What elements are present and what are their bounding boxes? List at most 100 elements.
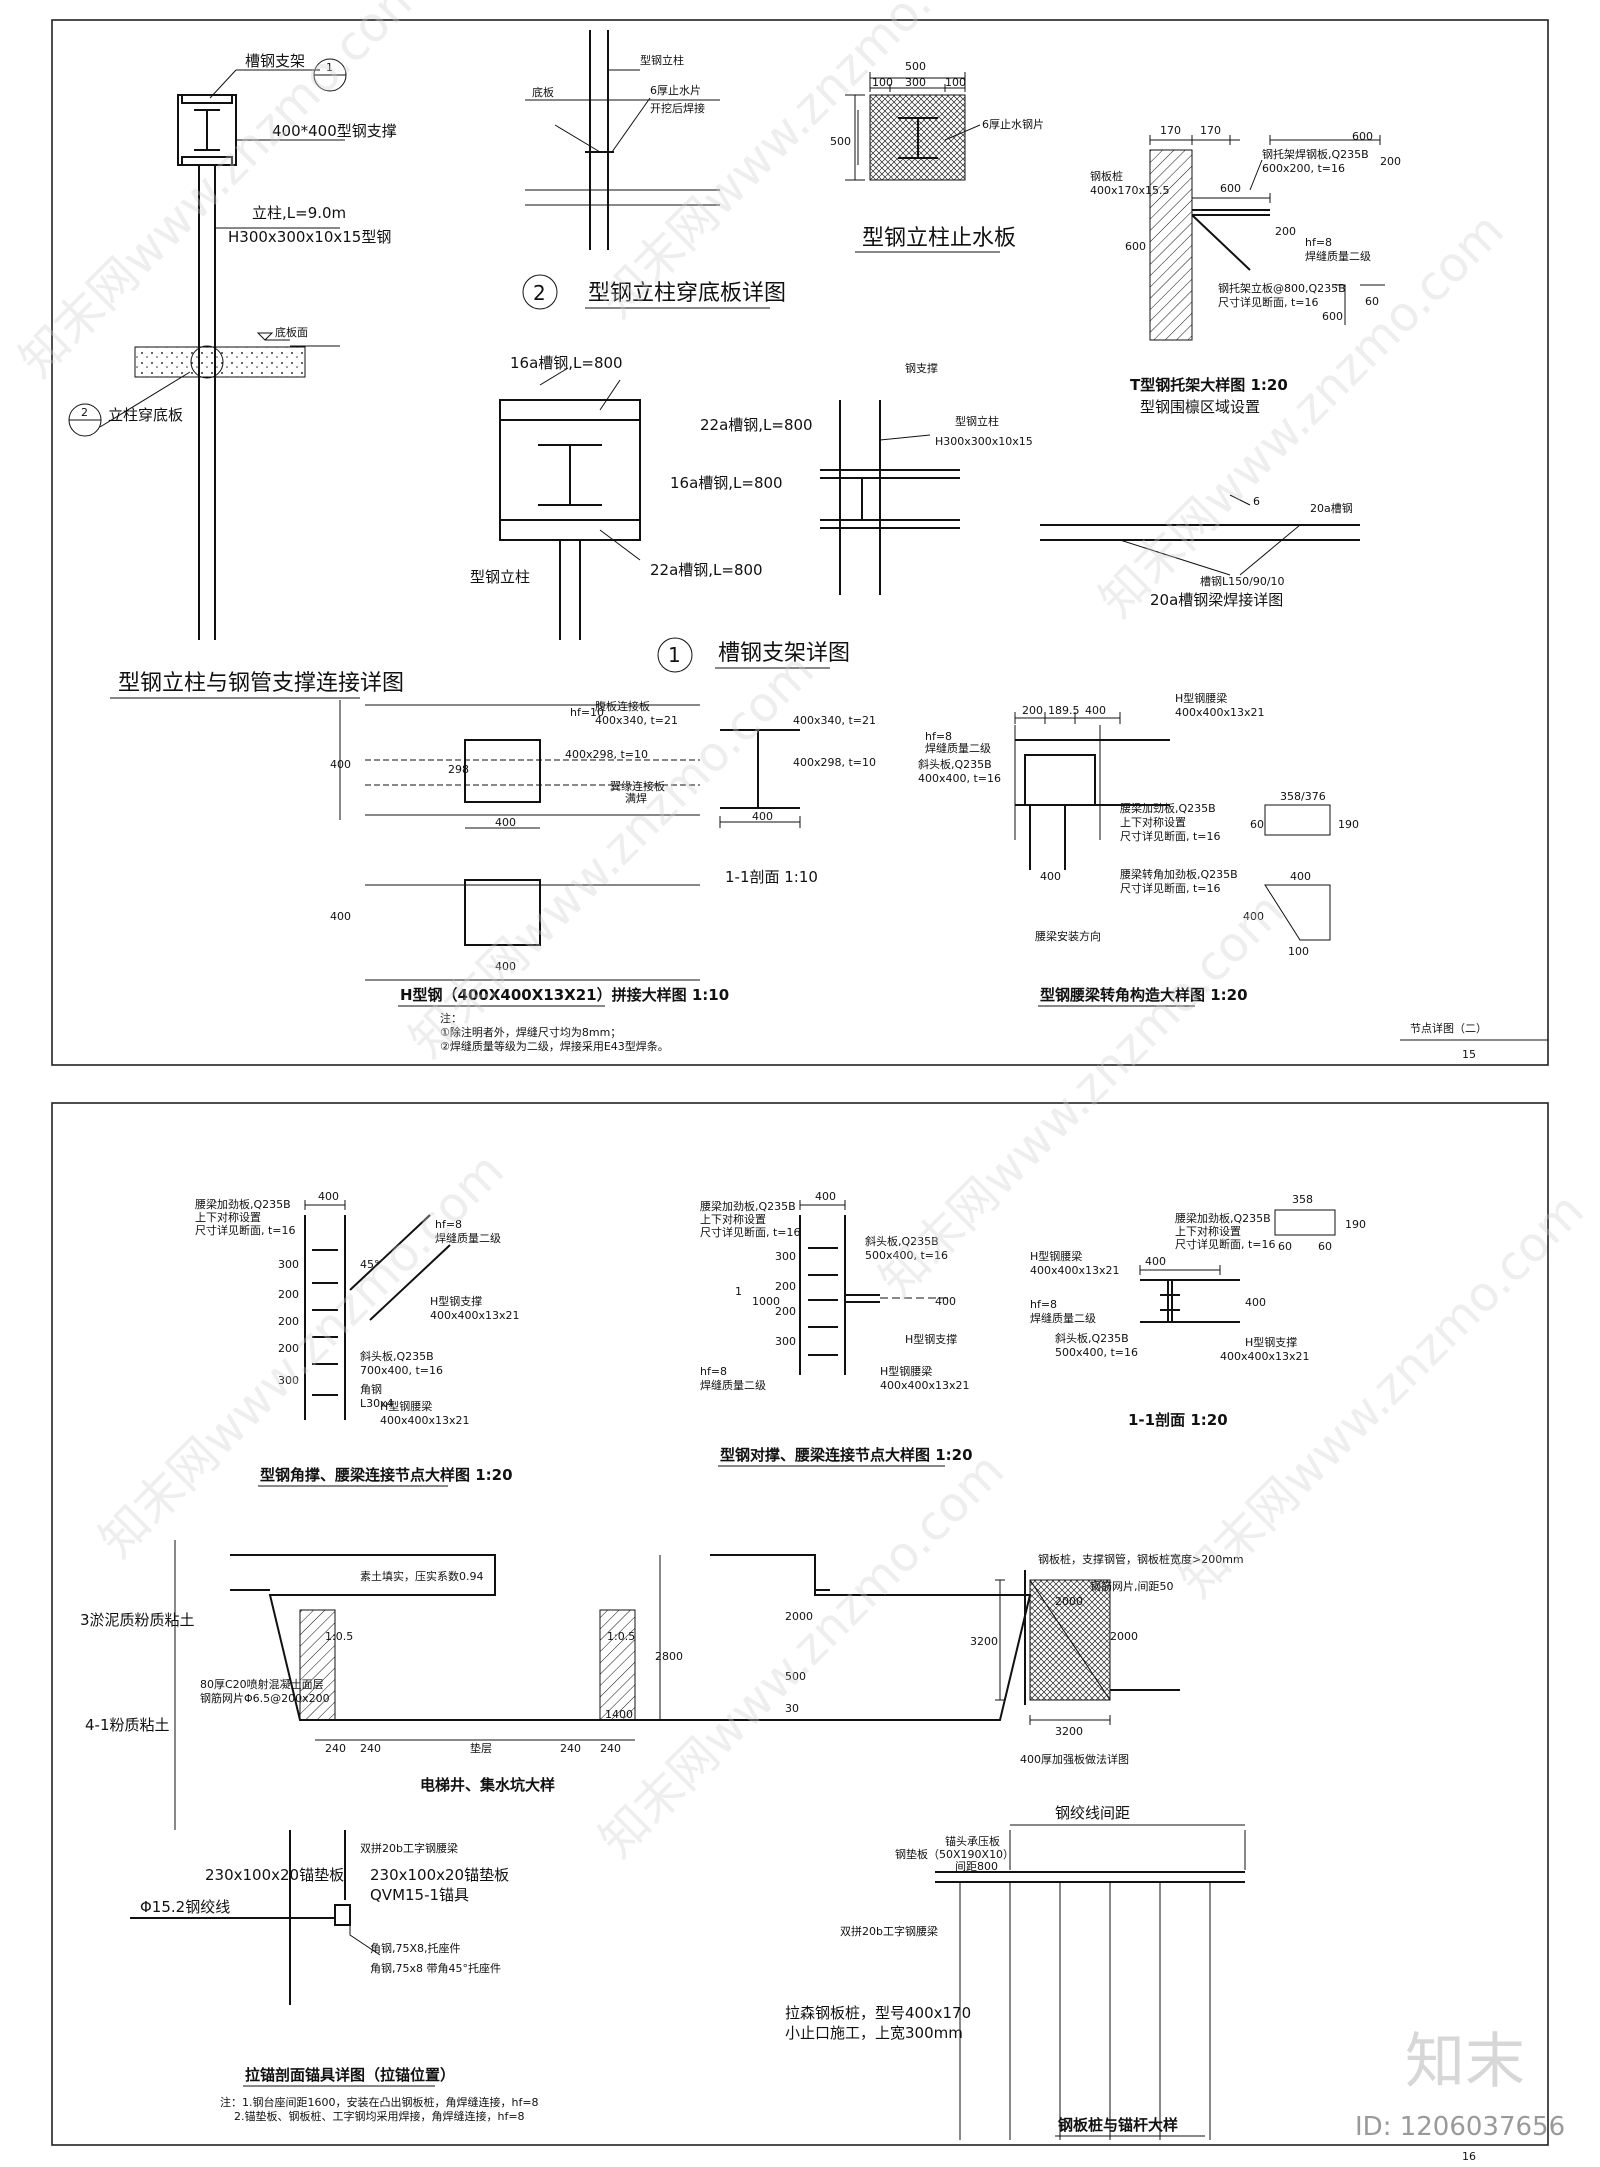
t-bracket-plate: 钢托架焊钢板,Q235B <box>1262 147 1369 161</box>
pit-slope-right: 1:0.5 <box>607 1630 635 1643</box>
steel-brace-label: 钢支撑 <box>905 361 938 375</box>
pit-dim-240d: 240 <box>600 1742 621 1755</box>
through-slab-detail: 型钢立柱 底板 6厚止水片 开挖后焊接 2 型钢立柱穿底板详图 <box>522 30 786 310</box>
corner-dim-400: 400 <box>1085 704 1106 717</box>
butt-h-waling: H型钢腰梁 <box>880 1364 932 1378</box>
butt-dim-400v: 400 <box>935 1295 956 1308</box>
column-label: 型钢立柱 <box>640 53 684 67</box>
reinf-dim-2000a: 2000 <box>1055 1595 1083 1608</box>
sec11b-detail: 尺寸详见断面, t=16 <box>1175 1237 1276 1251</box>
knee-waling-size: 400x400x13x21 <box>380 1414 470 1427</box>
knee-dim-5: 300 <box>278 1374 299 1387</box>
sec11b-sym: 上下对称设置 <box>1175 1224 1241 1238</box>
sec11b-h-waling: H型钢腰梁 <box>1030 1249 1082 1263</box>
column-section-label-2: H300x300x10x15 <box>935 435 1033 448</box>
top-page-label: 节点详图（二） <box>1410 1021 1487 1035</box>
t-bracket-dim-200a: 200 <box>1275 225 1296 238</box>
knee-dim-3: 200 <box>278 1315 299 1328</box>
splice-dim-400d: 400 <box>495 960 516 973</box>
knee-weld: 焊缝质量二级 <box>435 1231 501 1245</box>
knee-angle-steel: 角钢 <box>360 1383 382 1396</box>
pile-caption: 钢板桩与锚杆大样 <box>1058 2116 1178 2134</box>
splice-web-plate: 腹板连接板 <box>595 699 650 713</box>
pit-mesh: 钢筋网片Φ6.5@200x200 <box>200 1691 330 1705</box>
water-stop-dim-500: 500 <box>905 60 926 73</box>
pile-type: 拉森钢板桩，型号400x170 <box>785 2004 971 2022</box>
butt-h-brace: H型钢支撑 <box>905 1332 957 1346</box>
corner-dim-60: 60 <box>1250 818 1264 831</box>
water-stop-dim-100b: 100 <box>945 76 966 89</box>
anchor-note-2: 2.锚垫板、钢板桩、工字钢均采用焊接，角焊缝连接，hf=8 <box>234 2109 525 2123</box>
reinforcement-plate-detail: 钢板桩，支撑钢管，钢板桩宽度>200mm 2000 2000 3200 3200… <box>970 1552 1244 1766</box>
splice-full-weld: 满焊 <box>625 791 647 805</box>
sec11b-h-waling-size: 400x400x13x21 <box>1030 1264 1120 1277</box>
column-brace-detail: 1 2 槽钢支架 400*400型钢支撑 立柱,L=9.0m H300x300x… <box>68 52 404 699</box>
t-bracket-dim-170a: 170 <box>1160 124 1181 137</box>
column-length-label: 立柱,L=9.0m <box>252 204 346 222</box>
channel-weld-detail: 6 20a槽钢 槽钢L150/90/10 20a槽钢梁焊接详图 <box>1040 494 1360 609</box>
column-label-2: 型钢立柱 <box>470 568 530 586</box>
waling-corner-detail: 200 189.5 400 400 H型钢腰梁 400x400x13x21 hf… <box>918 691 1359 1007</box>
section-11-top: 400x340, t=21 400x298, t=10 400 1-1剖面 1:… <box>719 714 876 886</box>
reinf-dim-3200h: 3200 <box>1055 1725 1083 1738</box>
corner-end-plate-size: 400x400, t=16 <box>918 772 1001 785</box>
t-bracket-pile: 钢板桩 <box>1090 169 1123 183</box>
sec11b-stiff: 腰梁加劲板,Q235B <box>1175 1211 1271 1225</box>
sec11b-dim-400v: 400 <box>1245 1296 1266 1309</box>
t-bracket-rib-size: 尺寸详见断面, t=16 <box>1218 295 1319 309</box>
knee-stiff: 腰梁加劲板,Q235B <box>195 1197 291 1211</box>
t-bracket-dim-60: 60 <box>1365 295 1379 308</box>
h-splice-detail: 400 298 400 400 400 腹板连接板 400x340, t=21 … <box>330 699 729 1053</box>
reinf-top-note: 钢板桩，支撑钢管，钢板桩宽度>200mm <box>1038 1552 1244 1566</box>
corner-h-waling: H型钢腰梁 <box>1175 691 1227 705</box>
sec11-flange: 400x298, t=10 <box>793 756 876 769</box>
weld-size: 6 <box>1253 495 1260 508</box>
butt-weld: 焊缝质量二级 <box>700 1378 766 1392</box>
t-bracket-weld: 焊缝质量二级 <box>1305 249 1371 263</box>
splice-caption: H型钢（400X400X13X21）拼接大样图 1:10 <box>400 986 729 1004</box>
pit-shotcrete: 80厚C20喷射混凝土面层 <box>200 1677 324 1691</box>
top-sheet-frame <box>51 19 1549 1066</box>
butt-joint-detail: 400 300 200 200 300 1000 400 1 腰梁加劲板,Q23… <box>700 1190 973 1467</box>
t-bracket-subcaption: 型钢围檩区域设置 <box>1140 398 1260 416</box>
corner-hf: hf=8 <box>925 730 952 743</box>
t-bracket-dim-200b: 200 <box>1380 155 1401 168</box>
splice-dim-400b: 400 <box>495 816 516 829</box>
reinf-mesh: 钢筋网片,间距50 <box>1090 1579 1174 1593</box>
sec11-dim: 400 <box>752 810 773 823</box>
sec11b-dim-60a: 60 <box>1278 1240 1292 1253</box>
anchor-caption: 拉锚剖面锚具详图（拉锚位置） <box>245 2066 455 2084</box>
reinf-dim-2000b: 2000 <box>1110 1630 1138 1643</box>
sheet-pile-anchor-detail: 钢绞线间距 锚头承压板 钢垫板（50X190X10） 间距800 双拼20b工字… <box>785 1804 1246 2140</box>
pit-dim-240b: 240 <box>360 1742 381 1755</box>
butt-dim-3: 200 <box>775 1305 796 1318</box>
butt-detail: 尺寸详见断面, t=16 <box>700 1225 801 1239</box>
soil-layer-4: 4-1粉质粘土 <box>85 1716 170 1734</box>
splice-note-2: ②焊缝质量等级为二级，焊接采用E43型焊条。 <box>440 1039 669 1053</box>
knee-h-brace-size: 400x400x13x21 <box>430 1309 520 1322</box>
splice-dim-400c: 400 <box>330 910 351 923</box>
pit-dim-240c: 240 <box>560 1742 581 1755</box>
section-11-bottom: 358 60 60 190 400 400 腰梁加劲板,Q235B 上下对称设置… <box>1030 1193 1366 1429</box>
sec11b-dim-60b: 60 <box>1318 1240 1332 1253</box>
corner-caption: 型钢腰梁转角构造大样图 1:20 <box>1040 986 1248 1004</box>
pile-anchor-plate: 锚头承压板 <box>945 1834 1000 1848</box>
detail-1-number: 1 <box>668 643 681 667</box>
corner-h-waling-size: 400x400x13x21 <box>1175 706 1265 719</box>
detail-2-number: 2 <box>533 281 546 305</box>
top-page-number: 15 <box>1462 1048 1476 1061</box>
sec11-web: 400x340, t=21 <box>793 714 876 727</box>
knee-hf: hf=8 <box>435 1218 462 1231</box>
soil-layer-3: 3淤泥质粉质粘土 <box>80 1611 195 1629</box>
anchor-strand: Φ15.2钢绞线 <box>140 1898 230 1916</box>
water-stop-dim-left: 500 <box>830 135 851 148</box>
t-bracket-caption: T型钢托架大样图 1:20 <box>1130 376 1288 394</box>
sec11b-dim-190: 190 <box>1345 1218 1366 1231</box>
anchor-detail: 双拼20b工字钢腰梁 230x100x20锚垫板 230x100x20锚垫板 Q… <box>130 1830 539 2123</box>
knee-dim-400: 400 <box>318 1190 339 1203</box>
anchor-waling: 双拼20b工字钢腰梁 <box>360 1841 458 1855</box>
bottom-page-number: 16 <box>1462 2150 1476 2163</box>
butt-h-waling-size: 400x400x13x21 <box>880 1379 970 1392</box>
sec11b-caption: 1-1剖面 1:20 <box>1128 1411 1228 1429</box>
splice-dim-298: 298 <box>448 763 469 776</box>
